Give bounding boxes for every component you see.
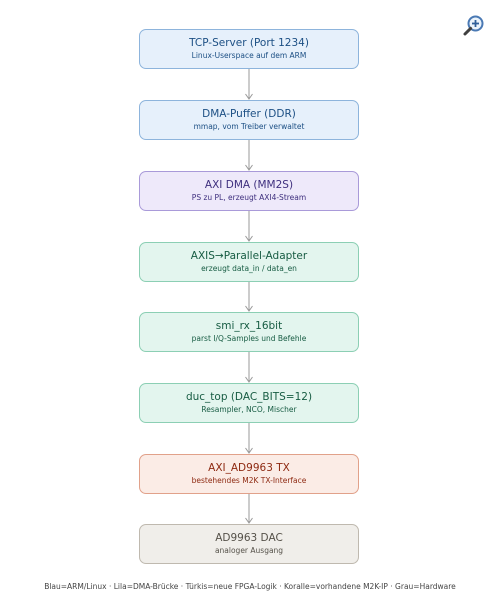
arrow-head: [245, 447, 253, 454]
node-title: AD9963 DAC: [215, 532, 283, 544]
node-tcp-server: TCP-Server (Port 1234) Linux-Userspace a…: [139, 29, 359, 69]
arrow-head: [245, 164, 253, 171]
node-subtitle: Linux-Userspace auf dem ARM: [191, 51, 307, 60]
node-axi-dma: AXI DMA (MM2S) PS zu PL, erzeugt AXI4-St…: [139, 171, 359, 211]
node-title: AXI DMA (MM2S): [204, 179, 294, 191]
node-title: TCP-Server (Port 1234): [189, 37, 309, 49]
node-subtitle: parst I/Q-Samples und Befehle: [191, 334, 307, 343]
node-title: smi_rx_16bit: [215, 320, 283, 332]
node-title: AXI_AD9963 TX: [208, 462, 290, 474]
node-dma-puffer: DMA-Puffer (DDR) mmap, vom Treiber verwa…: [139, 100, 359, 140]
node-subtitle: mmap, vom Treiber verwaltet: [193, 122, 305, 131]
arrow-head: [245, 305, 253, 312]
arrow-head: [245, 376, 253, 383]
arrow-head: [245, 235, 253, 242]
node-title: duc_top (DAC_BITS=12): [185, 391, 313, 403]
node-subtitle: erzeugt data_in / data_en: [201, 264, 297, 273]
node-smi-rx: smi_rx_16bit parst I/Q-Samples und Befeh…: [139, 312, 359, 352]
node-subtitle: bestehendes M2K TX-Interface: [191, 476, 307, 485]
node-subtitle: PS zu PL, erzeugt AXI4-Stream: [191, 193, 307, 202]
color-legend: Blau=ARM/Linux · Lila=DMA-Brücke · Türki…: [44, 582, 456, 591]
node-duc-top: duc_top (DAC_BITS=12) Resampler, NCO, Mi…: [139, 383, 359, 423]
arrow-head: [245, 517, 253, 524]
node-axi-ad9963-tx: AXI_AD9963 TX bestehendes M2K TX-Interfa…: [139, 454, 359, 494]
arrow-head: [245, 93, 253, 100]
node-subtitle: analoger Ausgang: [214, 546, 284, 555]
node-title: AXIS→Parallel-Adapter: [190, 250, 308, 262]
node-title: DMA-Puffer (DDR): [202, 108, 296, 120]
zoom-in-icon[interactable]: [462, 14, 486, 38]
node-ad9963-dac: AD9963 DAC analoger Ausgang: [139, 524, 359, 564]
node-subtitle: Resampler, NCO, Mischer: [201, 405, 297, 414]
node-axis-parallel-adapter: AXIS→Parallel-Adapter erzeugt data_in / …: [139, 242, 359, 282]
